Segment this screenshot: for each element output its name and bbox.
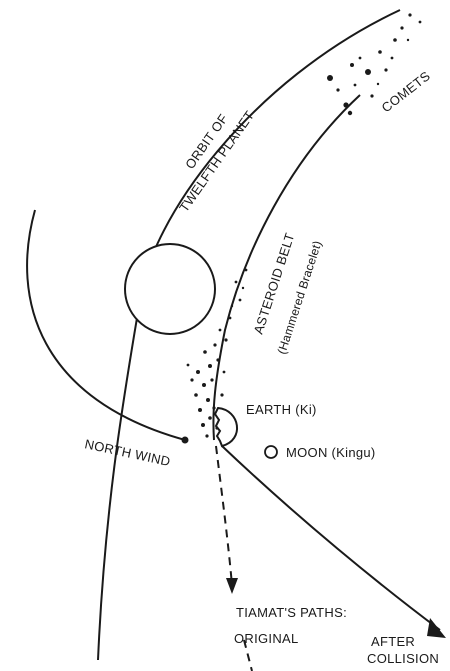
- north-wind-label: NORTH WIND: [83, 436, 171, 469]
- collision-label: COLLISION: [367, 651, 439, 666]
- moon-body: [265, 446, 277, 458]
- tiamat-original-path: [216, 446, 232, 585]
- tiamat-original-arrowhead: [226, 578, 238, 594]
- after-label: AFTER: [371, 634, 415, 649]
- tiamat-paths-label: TIAMAT'S PATHS:: [236, 605, 347, 620]
- earth-body: [215, 408, 237, 446]
- north-wind-dot: [182, 437, 189, 444]
- tiamat-after-path: [222, 446, 440, 630]
- comets-label: COMETS: [379, 68, 433, 115]
- tiamat-after-arrowhead: [427, 618, 446, 638]
- earth-label: EARTH (Ki): [246, 402, 317, 417]
- original-label: ORIGINAL: [234, 631, 299, 646]
- moon-label: MOON (Kingu): [286, 445, 376, 460]
- twelfth-planet: [125, 244, 215, 334]
